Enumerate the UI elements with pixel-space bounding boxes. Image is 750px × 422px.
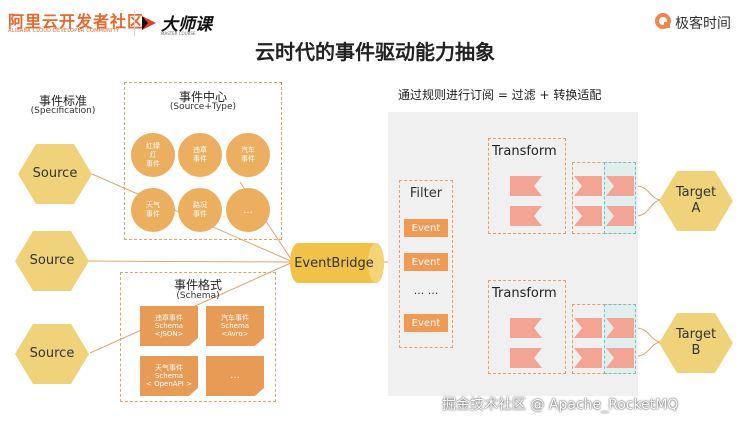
transform-box-1 (488, 138, 566, 234)
eventbridge-label: EventBridge (294, 255, 374, 271)
spec-title: 事件标准 (38, 94, 87, 108)
schema-title: 事件格式 (173, 278, 222, 292)
connector-transform1-target-a (635, 185, 663, 201)
target-hexagon-a (659, 171, 733, 231)
transform-title-2: Transform (492, 286, 557, 301)
event-circle-car: 汽车 事件 (226, 133, 270, 177)
schema-note-json: 违章事件 Schema <JSON> (140, 306, 198, 346)
dashike-logo-text: 大师课 (161, 15, 212, 35)
schema-subtitle: (Schema) (176, 291, 220, 301)
schema-note-more: ... (206, 356, 264, 396)
subscription-title: 通过规则进行订阅 = 过滤 + 转换适配 (398, 88, 602, 102)
schema-note-avro: 汽车事件 Schema <Avro> (206, 306, 264, 346)
schema-note-openapi: 天气事件 Schema < OpenAPI > (140, 356, 198, 396)
watermark-footer: 掘金技术社区 @ Apache_RocketMQ (442, 397, 679, 413)
event-circle-weather: 天气 事件 (131, 188, 175, 232)
eventbridge-cylinder (290, 243, 384, 283)
event-circle-violation: 违章 事件 (178, 133, 222, 177)
spec-subtitle: (Specification) (30, 106, 96, 116)
event-center-box (124, 82, 282, 240)
event-circle-more: ... (226, 188, 270, 232)
page-title: 云时代的事件驱动能力抽象 (255, 40, 495, 64)
dashike-logo-icon (142, 16, 156, 30)
filter-event-1: Event (404, 219, 448, 237)
event-center-subtitle: (Source+Type) (169, 102, 237, 112)
transform-flags-1 (510, 176, 634, 226)
connector-transform2-target-b (635, 327, 663, 343)
event-circle-traffic-light: 红绿 灯 事件 (131, 133, 175, 177)
source-hexagon-1 (18, 144, 92, 204)
source-label-3: Source (29, 346, 75, 361)
filter-event-2: Event (404, 253, 448, 271)
filter-title: Filter (409, 186, 443, 201)
target-label-b: Target B (675, 327, 717, 358)
schema-box (120, 272, 276, 402)
transform-title-1: Transform (492, 144, 557, 159)
source-label-2: Source (29, 253, 75, 268)
dashike-logo-subtext: MASTER COURSE (161, 31, 196, 36)
filter-event-3: Event (404, 314, 448, 332)
source-hexagon-2 (15, 231, 89, 291)
target-label-a: Target A (675, 185, 717, 216)
filter-ellipsis: ... ... (413, 284, 439, 297)
alibaba-cloud-logo-text: 阿里云开发者社区 (8, 12, 145, 31)
transform-box-2 (488, 280, 566, 374)
connector-source2-eventbridge (87, 260, 294, 263)
header-divider (134, 10, 135, 36)
transform-flags-2 (510, 318, 634, 368)
target-hexagon-b (659, 313, 733, 373)
geektime-logo-text: 极客时间 (675, 16, 731, 32)
event-circle-road: 路况 事件 (178, 188, 222, 232)
source-label-1: Source (32, 166, 78, 181)
filter-box (399, 180, 453, 348)
geektime-logo-icon (655, 13, 671, 29)
source-hexagon-3 (15, 324, 89, 384)
event-center-title: 事件中心 (178, 90, 227, 104)
alibaba-cloud-logo-subtext: ALIBABA CLOUD DEVELOPER COMMUNITY (8, 28, 120, 34)
connector-transform2b-target-b (635, 341, 663, 357)
